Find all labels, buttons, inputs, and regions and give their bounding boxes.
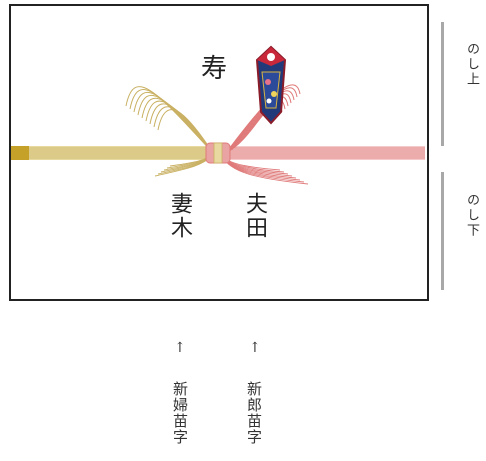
lower-divider xyxy=(441,172,444,290)
gold-loop-strand xyxy=(157,109,214,154)
bride-name: 妻木 xyxy=(167,192,192,240)
groom-surname-caption: 新郎苗字 xyxy=(245,381,263,445)
mizuhiki-knot-center xyxy=(213,142,223,164)
gold-cord-band xyxy=(11,146,211,160)
noshi-ornament-dot xyxy=(267,53,275,61)
red-cord-band xyxy=(226,146,425,160)
upper-side-label: のし上 xyxy=(464,42,479,87)
gold-loop-strand xyxy=(125,86,214,154)
bride-surname-caption: 新婦苗字 xyxy=(171,381,189,445)
gold-loop-strand xyxy=(145,100,214,154)
noshi-flower xyxy=(265,79,271,85)
groom-name: 夫田 xyxy=(242,192,267,240)
upper-divider xyxy=(441,22,444,146)
bride-arrow: ↑ xyxy=(174,340,186,356)
lower-side-label: のし下 xyxy=(464,193,479,238)
gold-loop-strand xyxy=(141,97,214,154)
groom-arrow: ↑ xyxy=(249,340,261,356)
kotobuki-title: 寿 xyxy=(201,54,228,84)
gold-loop-strand xyxy=(129,89,214,154)
gold-loop-strand xyxy=(137,94,214,154)
noshi-flower xyxy=(266,98,272,104)
noshi-flower xyxy=(271,91,277,97)
gold-cord-tip xyxy=(11,146,29,160)
gold-loop-strand xyxy=(133,92,214,154)
